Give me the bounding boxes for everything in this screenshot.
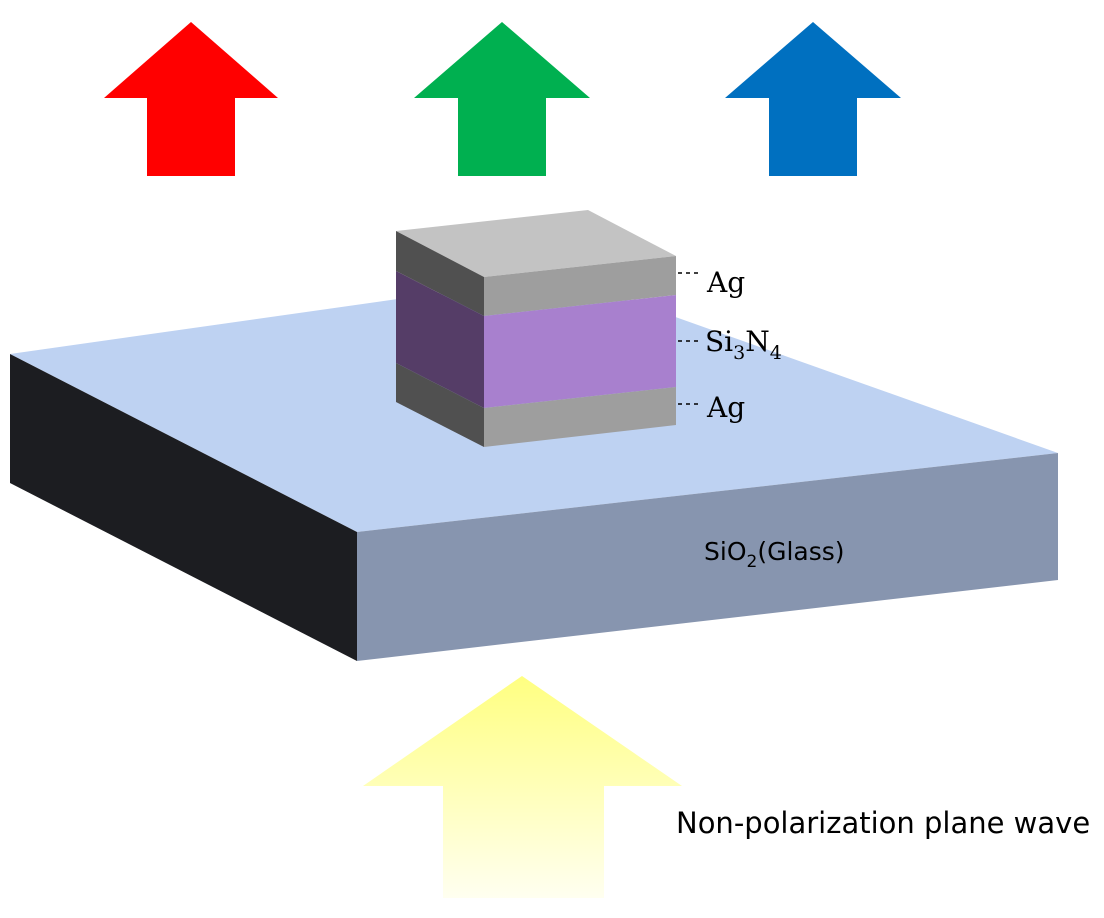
blue-output-arrow [725, 22, 901, 176]
substrate-label-glass: (Glass) [757, 537, 844, 566]
substrate-front-face [357, 453, 1058, 661]
ag-bottom-label: Ag [706, 391, 745, 424]
ag-top-layer-top-face [396, 210, 676, 277]
si3n4-layer-front-face [484, 295, 676, 408]
nanopillar-stack [396, 210, 676, 447]
si3n4-label-sub4: 4 [770, 342, 782, 364]
si3n4-label-sub3: 3 [733, 342, 745, 364]
si3n4-label: Si3N4 [705, 325, 782, 364]
ag-top-layer-front-face [484, 256, 676, 316]
substrate-label-sio: SiO [704, 537, 747, 566]
incident-wave-arrow [363, 676, 682, 898]
incident-wave-label: Non-polarization plane wave [676, 806, 1090, 840]
ag-bottom-layer-front-face [484, 387, 676, 447]
red-output-arrow [104, 22, 278, 176]
substrate-label-sub2: 2 [747, 552, 758, 572]
si3n4-label-si: Si [705, 325, 733, 358]
si3n4-label-n: N [745, 325, 770, 358]
substrate-side-face [10, 354, 357, 661]
green-output-arrow [414, 22, 590, 176]
substrate-label: SiO2(Glass) [704, 537, 845, 572]
ag-bottom-layer-side-face [396, 363, 484, 447]
ag-top-label: Ag [706, 266, 745, 299]
si3n4-layer-side-face [396, 271, 484, 408]
ag-top-layer-side-face [396, 231, 484, 316]
